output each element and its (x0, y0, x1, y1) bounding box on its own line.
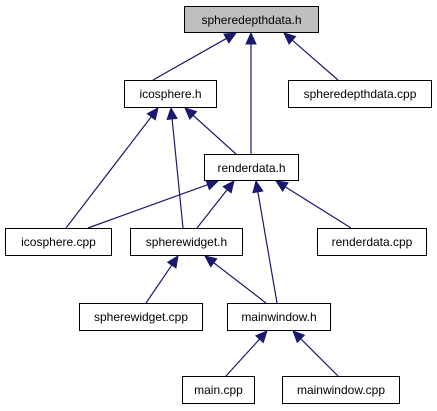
arrowhead-icon (166, 255, 179, 269)
edge-n4-to-n1 (65, 107, 159, 229)
node-label: spheredepthdata.h (201, 12, 302, 27)
arrowhead-icon (146, 107, 159, 121)
edge-line (145, 264, 173, 304)
node-label: renderdata.h (217, 160, 286, 175)
arrowhead-icon (205, 179, 220, 191)
arrowhead-icon (223, 32, 238, 44)
arrowhead-icon (166, 106, 178, 121)
edge-line (152, 37, 227, 81)
edge-line (196, 189, 228, 229)
node-label: mainwindow.cpp (296, 383, 386, 397)
arrowhead-icon (252, 179, 264, 194)
node-label: spheredepthdata.cpp (303, 87, 417, 101)
edge-n3-to-n1 (184, 107, 237, 155)
edge-n7-to-n5 (145, 255, 179, 304)
node-icosphere-cpp[interactable]: icosphere.cpp (5, 228, 112, 256)
edge-line (192, 114, 237, 155)
node-label: spherewidget.h (145, 235, 228, 249)
node-renderdata-h[interactable]: renderdata.h (204, 154, 299, 181)
arrowhead-icon (274, 180, 289, 193)
node-label: spherewidget.cpp (93, 310, 189, 324)
arrowhead-icon (245, 31, 257, 45)
edge-n3-to-n0 (245, 31, 257, 154)
arrowhead-icon (254, 330, 268, 344)
edge-n6-to-n3 (274, 180, 352, 229)
arrowhead-icon (184, 107, 198, 120)
arrowhead-icon (292, 330, 306, 344)
node-spheredepthdata-cpp[interactable]: spheredepthdata.cpp (288, 80, 432, 108)
node-spherewidget-h[interactable]: spherewidget.h (130, 228, 243, 256)
node-spherewidget-cpp[interactable]: spherewidget.cpp (79, 303, 203, 331)
arrowhead-icon (204, 255, 218, 268)
edge-line (65, 116, 152, 229)
arrowhead-icon (222, 180, 235, 194)
edge-line (171, 118, 184, 229)
edge-n4-to-n3 (87, 179, 220, 229)
node-main-cpp[interactable]: main.cpp (182, 376, 255, 404)
node-mainwindow-h[interactable]: mainwindow.h (227, 303, 331, 331)
edge-line (300, 338, 339, 377)
edge-n5-to-n1 (166, 106, 184, 229)
node-mainwindow-cpp[interactable]: mainwindow.cpp (282, 376, 400, 404)
node-label: renderdata.cpp (331, 235, 413, 249)
edge-line (213, 262, 267, 304)
edge-n2-to-n0 (283, 32, 339, 81)
edge-n8-to-n3 (252, 179, 278, 304)
edge-line (87, 184, 208, 229)
edge-line (285, 186, 352, 229)
node-renderdata-cpp[interactable]: renderdata.cpp (317, 228, 427, 256)
edge-n8-to-n5 (204, 255, 267, 304)
edge-line (257, 191, 278, 304)
edge-n10-to-n8 (292, 330, 339, 377)
edge-line (291, 39, 339, 81)
node-spheredepthdata-h: spheredepthdata.h (184, 6, 319, 33)
node-label: main.cpp (194, 383, 243, 397)
node-label: icosphere.cpp (21, 235, 96, 249)
arrowhead-icon (283, 32, 297, 45)
edge-n9-to-n8 (225, 330, 268, 377)
node-icosphere-h[interactable]: icosphere.h (124, 80, 217, 108)
edge-line (225, 338, 261, 377)
edge-n5-to-n3 (196, 180, 235, 229)
node-label: icosphere.h (139, 87, 202, 101)
node-label: mainwindow.h (241, 310, 317, 324)
edge-n1-to-n0 (152, 32, 238, 81)
